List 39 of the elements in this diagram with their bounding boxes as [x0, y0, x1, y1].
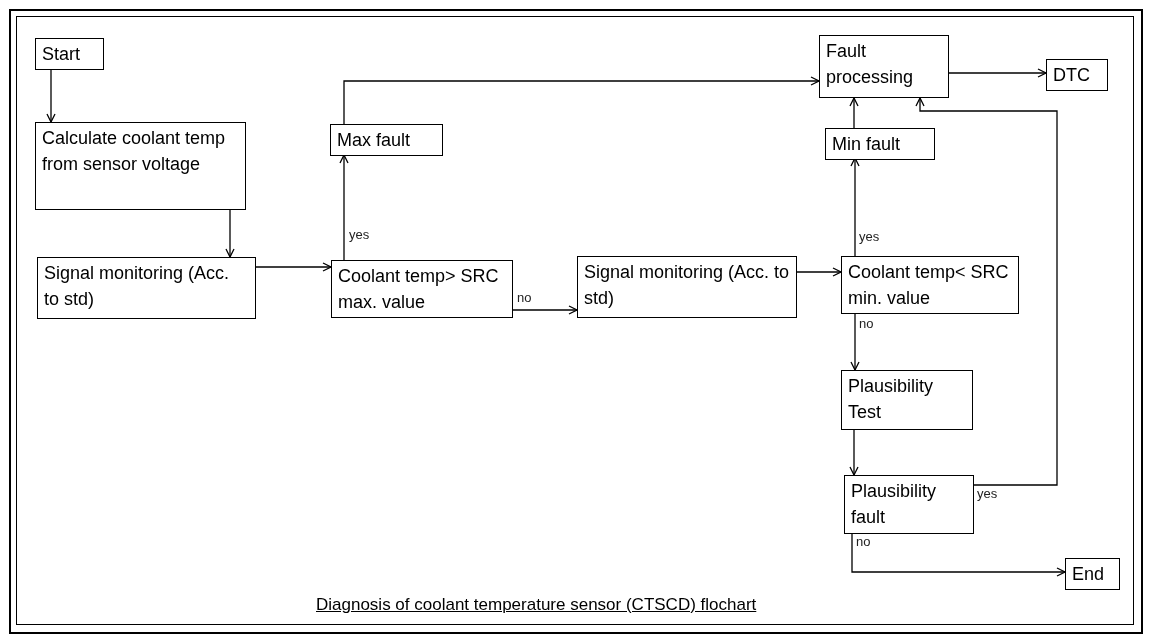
arrow	[339, 154, 349, 261]
arrow	[851, 533, 1066, 577]
node-text: Min fault	[832, 133, 902, 156]
process-box	[825, 128, 935, 160]
process-box	[35, 122, 246, 210]
process-box	[1065, 558, 1120, 590]
node-text: Coolant temp< SRC min. value	[848, 261, 1010, 310]
arrow	[512, 305, 578, 315]
node-text: DTC	[1053, 64, 1091, 87]
process-box	[331, 260, 513, 318]
process-box	[577, 256, 797, 318]
arrow	[915, 97, 1058, 486]
arrow	[796, 267, 842, 277]
node-text: Plausibility fault	[851, 480, 938, 529]
process-box	[841, 256, 1019, 314]
node-text: End	[1072, 563, 1106, 586]
node-text: Max fault	[337, 129, 412, 152]
process-box	[819, 35, 949, 98]
node-text: Coolant temp> SRC max. value	[338, 265, 500, 314]
node-text: Calculate coolant temp from sensor voltage	[42, 127, 227, 176]
node-text: Start	[42, 43, 81, 66]
arrow	[255, 262, 332, 272]
arrow	[850, 313, 860, 371]
arrow	[849, 97, 859, 129]
arrow	[948, 68, 1047, 78]
node-text: Plausibility Test	[848, 375, 935, 424]
arrow	[225, 209, 235, 258]
process-box	[844, 475, 974, 534]
process-box	[35, 38, 104, 70]
arrow	[849, 429, 859, 476]
process-box	[37, 257, 256, 319]
caption: Diagnosis of coolant temperature sensor (CTSCD) flochart	[316, 595, 757, 615]
process-box	[330, 124, 443, 156]
process-box	[841, 370, 973, 430]
node-text: Signal monitoring (Acc. to std)	[44, 262, 231, 311]
node-text: Signal monitoring (Acc. to std)	[584, 261, 790, 310]
arrow	[343, 76, 820, 125]
process-box	[1046, 59, 1108, 91]
node-text: Fault processing	[826, 40, 915, 89]
